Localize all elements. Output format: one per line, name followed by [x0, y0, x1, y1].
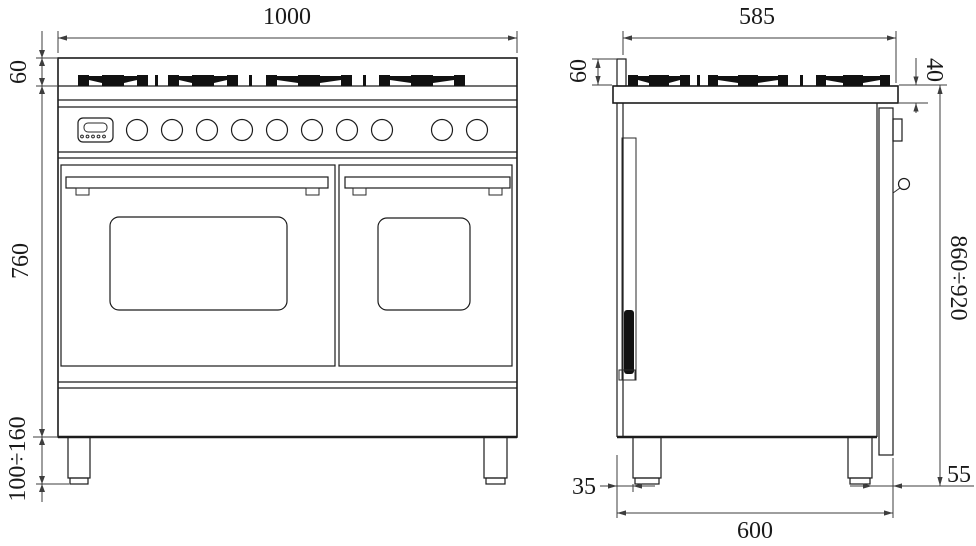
control-knob-side [892, 118, 903, 142]
handle-bracket [352, 187, 367, 196]
door-handle-right [344, 176, 511, 189]
front-view: 1000 60 760 100÷160 [5, 4, 518, 502]
side-door-profile [878, 107, 911, 456]
side-carcass [616, 103, 878, 439]
control-knob [370, 118, 394, 142]
control-knob [300, 118, 324, 142]
dim-label-front-width: 1000 [263, 4, 311, 30]
dim-side-cooktop-edge: 40 [899, 58, 947, 113]
control-knob [125, 118, 149, 142]
gas-connection [624, 310, 634, 374]
dim-label-backsplash: 60 [566, 59, 592, 83]
adjustable-foot [485, 477, 506, 485]
control-knob [430, 118, 454, 142]
dim-label-leg-height: 100÷160 [5, 416, 31, 501]
control-knob [160, 118, 184, 142]
oven-door-right [338, 164, 513, 367]
adjustable-foot [634, 477, 660, 485]
front-legs [67, 436, 508, 485]
timer-display [77, 117, 114, 143]
control-panel [77, 117, 489, 143]
dim-side-depth: 585 [622, 4, 897, 83]
dim-label-body-height: 760 [8, 243, 34, 279]
control-knob [195, 118, 219, 142]
display-buttons [80, 134, 106, 139]
dim-side-base-depth: 600 [617, 510, 893, 544]
dim-label-base-depth: 600 [737, 518, 773, 544]
dim-side-backsplash: 60 [566, 58, 617, 86]
control-knobs [125, 118, 489, 142]
dim-front-vertical-chain: 60 760 100÷160 [5, 31, 69, 502]
dim-label-cooktop-edge: 40 [921, 58, 947, 82]
dim-label-overall-height: 860÷920 [945, 235, 971, 320]
control-knob [465, 118, 489, 142]
oven-door-side [878, 107, 894, 456]
dim-label-cooktop-band: 60 [6, 60, 32, 84]
control-knob [335, 118, 359, 142]
side-view: 585 60 40 860÷920 [566, 4, 974, 544]
front-horizontal-lines [58, 85, 517, 389]
rear-bracket [618, 369, 636, 381]
dim-side-leg-setbacks: 35 55 [572, 455, 974, 518]
dim-front-width: 1000 [57, 4, 518, 53]
dim-label-rear-setback: 35 [572, 474, 596, 500]
burner-grates-side [628, 75, 890, 86]
oven-door-left [60, 164, 336, 367]
handle-bracket [75, 187, 90, 196]
door-window-right [377, 217, 471, 311]
adjustable-foot [849, 477, 871, 485]
handle-bracket [488, 187, 503, 196]
dim-side-overall-height: 860÷920 [937, 85, 971, 486]
handle-bracket-side [892, 187, 901, 194]
side-legs [632, 436, 873, 485]
control-knob [265, 118, 289, 142]
door-window-left [109, 216, 288, 311]
dim-label-side-depth: 585 [739, 4, 775, 30]
control-knob [230, 118, 254, 142]
display-window [83, 122, 108, 133]
door-handle-side [897, 177, 911, 191]
door-handle-left [65, 176, 329, 189]
adjustable-foot [69, 477, 89, 485]
handle-bracket [305, 187, 320, 196]
dim-label-front-setback: 55 [947, 462, 971, 488]
burner-grates-front [78, 75, 465, 86]
